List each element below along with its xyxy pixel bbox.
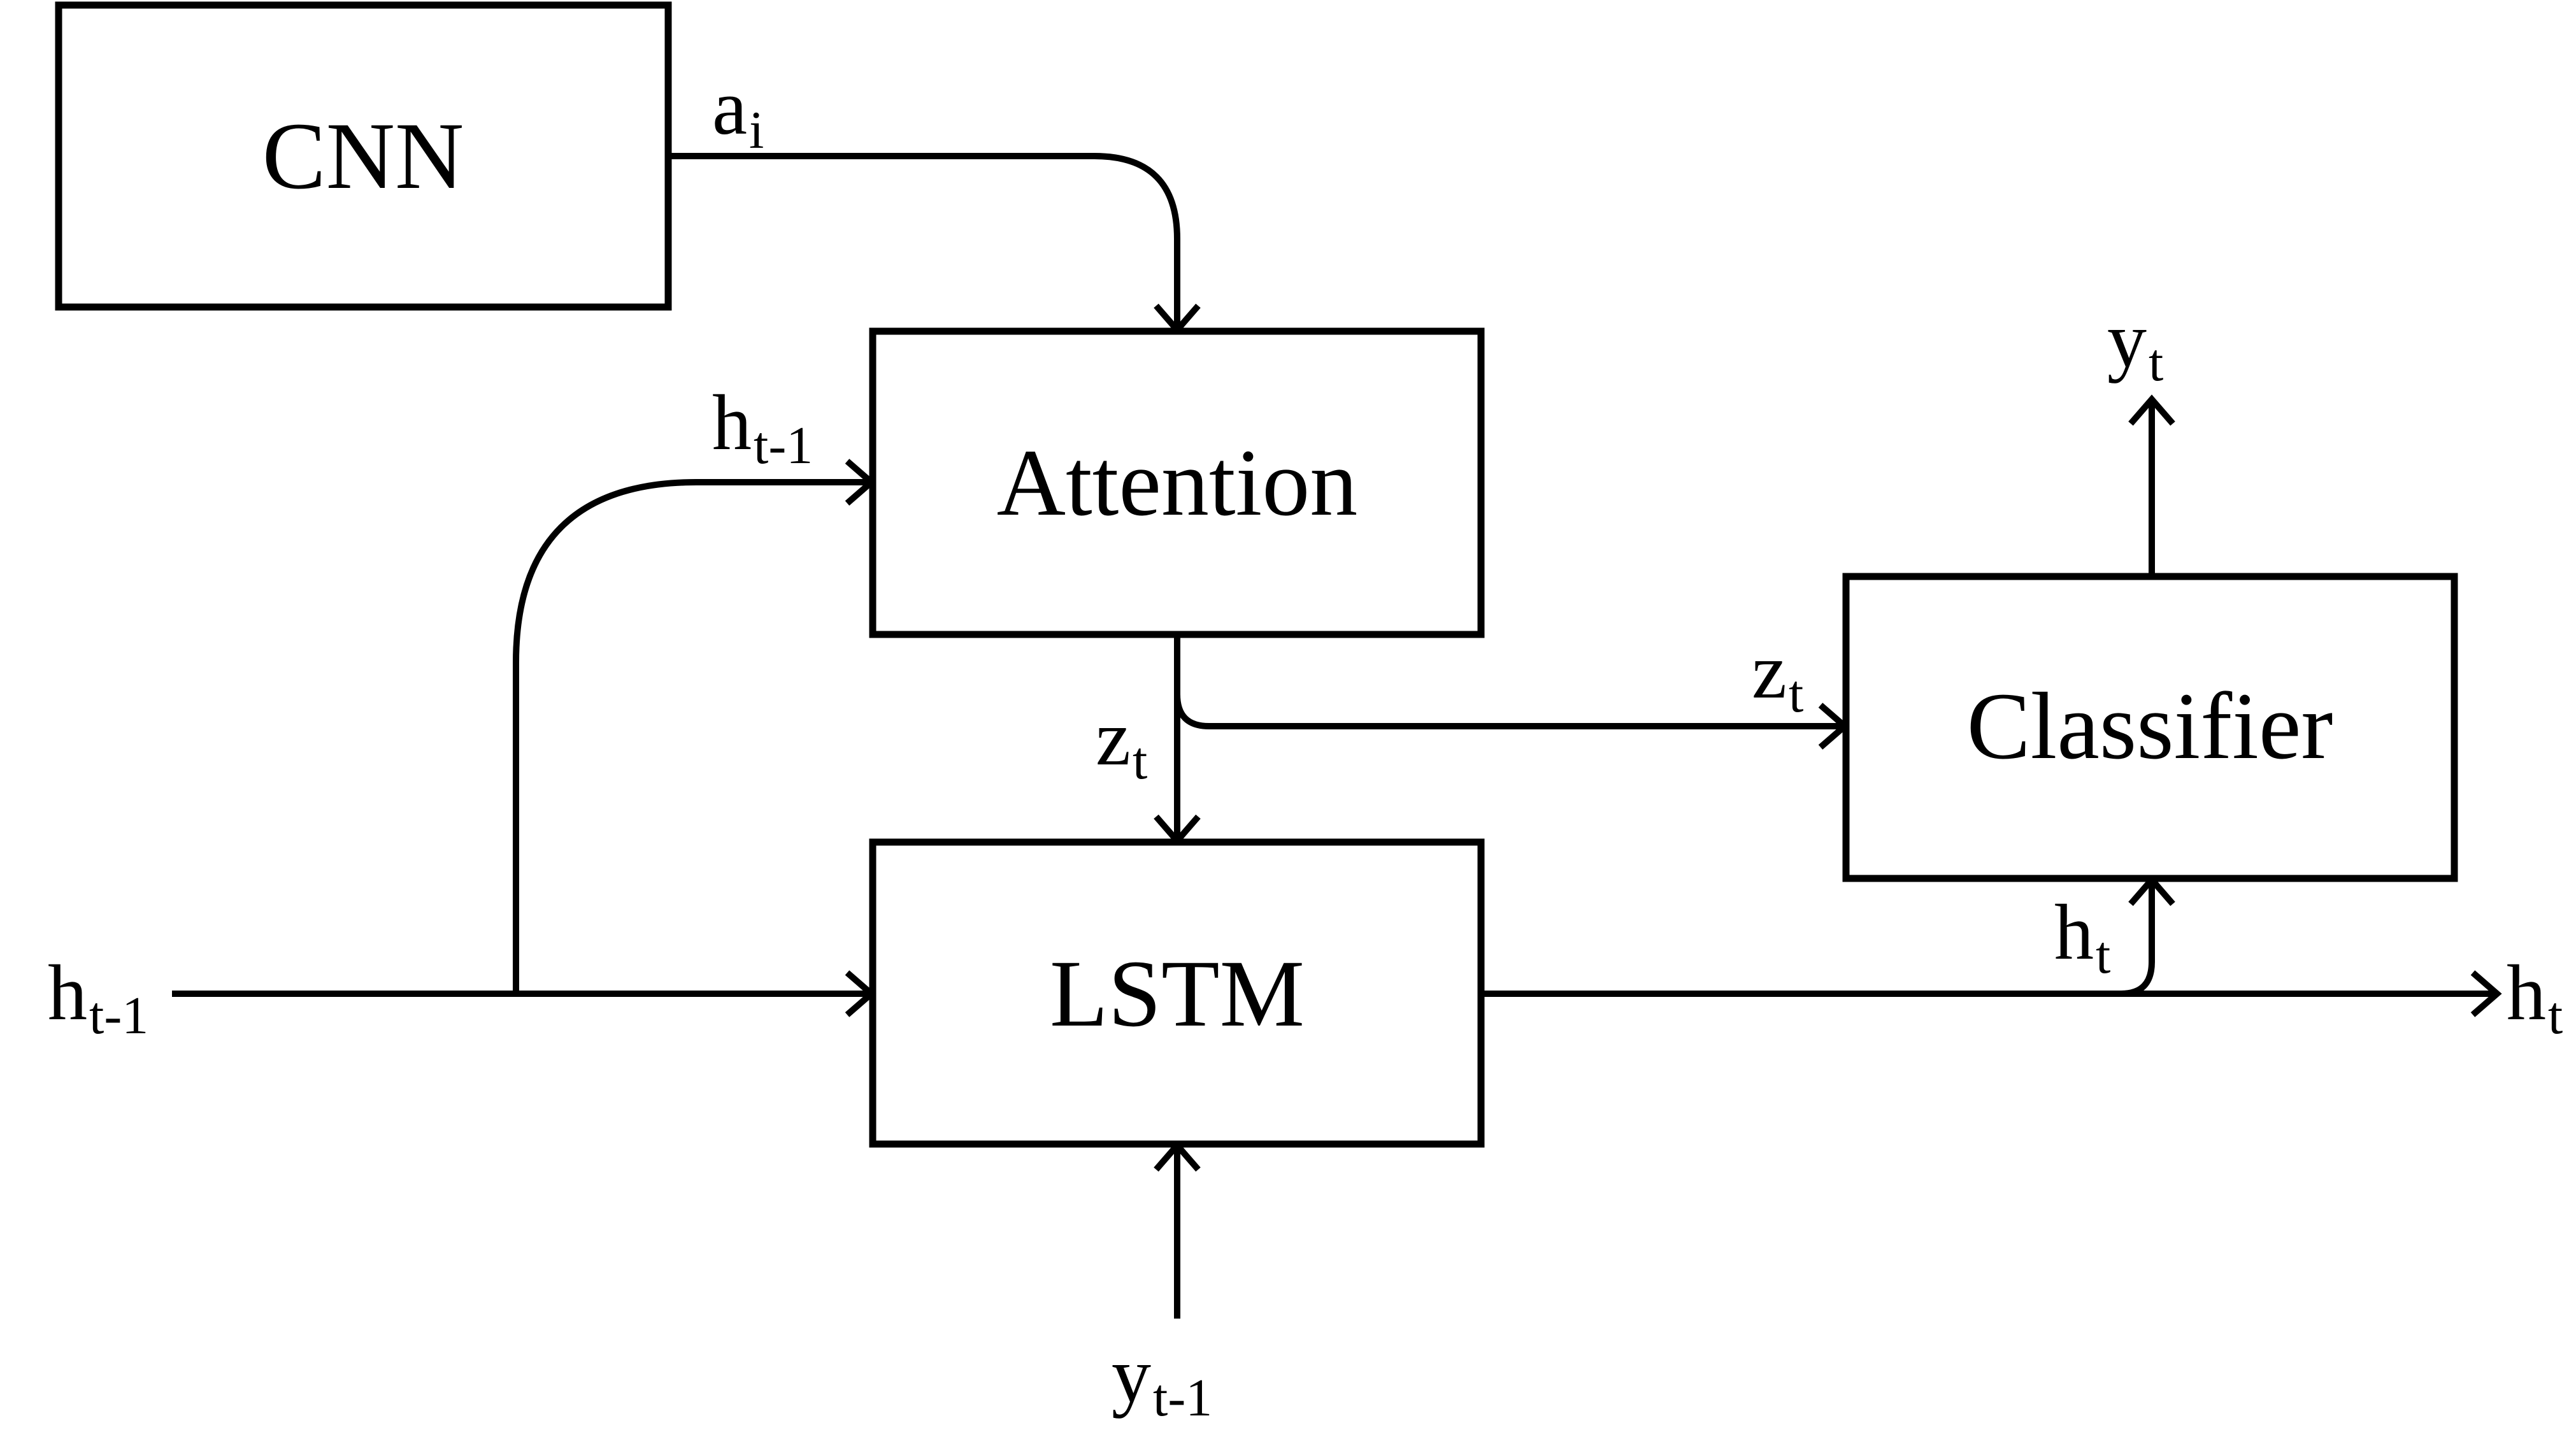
label-h-t-out: ht: [2507, 949, 2563, 1045]
lstm-block: LSTM: [869, 838, 1485, 1148]
ht-to-classifier-arrow: [2121, 880, 2155, 997]
cnn-to-attention-arrow: [668, 153, 1180, 330]
classifier-block-label: Classifier: [1967, 673, 2333, 779]
label-h-t-up: ht: [2054, 889, 2110, 985]
cnn-to-attention-arrowhead: [1154, 303, 1201, 335]
label-z-t-down: zt: [1096, 694, 1147, 791]
label-y-prev: yt-1: [1112, 1331, 1212, 1428]
classifier-to-yt-arrowhead: [2128, 394, 2175, 426]
h-prev-to-attention-arrow: [513, 479, 871, 994]
attention-block: Attention: [869, 327, 1485, 638]
attention-to-lstm-arrowhead: [1154, 814, 1201, 846]
y-prev-to-lstm-arrowhead: [1154, 1140, 1201, 1172]
label-z-t-right: zt: [1752, 627, 1803, 724]
h-prev-to-attention-arrowhead: [845, 459, 877, 506]
lstm-block-label: LSTM: [1050, 941, 1305, 1047]
ht-to-classifier-arrowhead: [2128, 875, 2175, 906]
label-y-t: yt: [2107, 296, 2163, 392]
h-prev-to-lstm-arrowhead: [845, 970, 877, 1017]
classifier-block: Classifier: [1842, 573, 2458, 882]
lstm-to-ht-arrowhead: [2470, 970, 2502, 1017]
label-h-prev-left: ht-1: [48, 949, 148, 1045]
label-a-i: ai: [712, 64, 764, 160]
label-h-prev-top: ht-1: [712, 379, 813, 475]
attention-block-label: Attention: [997, 430, 1358, 536]
attention-to-classifier-arrowhead: [1818, 703, 1850, 750]
cnn-block: CNN: [55, 1, 672, 311]
cnn-block-label: CNN: [262, 103, 464, 209]
attention-to-classifier-arrow: [1174, 694, 1845, 729]
